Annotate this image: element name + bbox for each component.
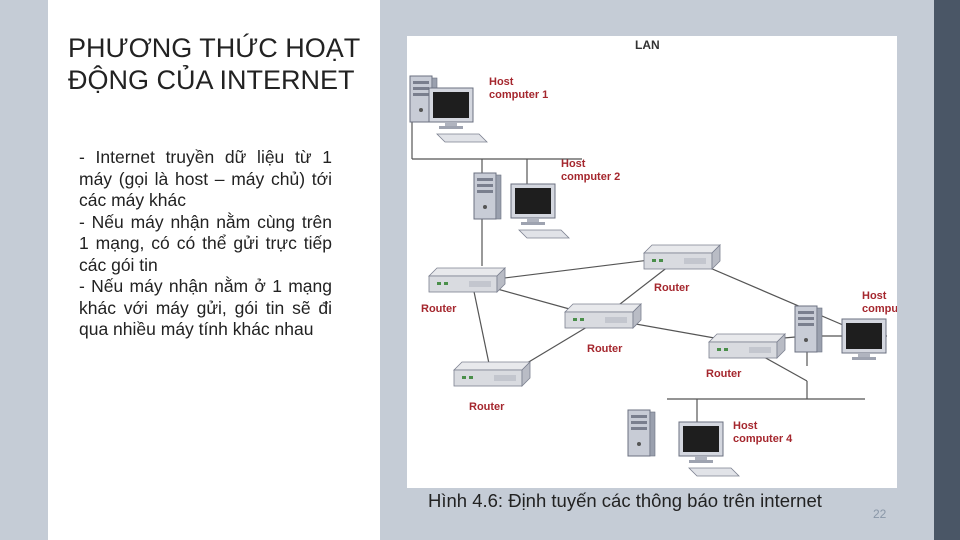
- slide-title: PHƯƠNG THỨC HOẠT ĐỘNG CỦA INTERNET: [68, 33, 360, 95]
- router-top-right-label: Router: [654, 282, 690, 294]
- router-center-label: Router: [587, 343, 623, 355]
- host-computer-1: [409, 75, 488, 143]
- host-3-label-line-2: compu: [862, 303, 897, 315]
- router-bottom-left-label: Router: [469, 401, 505, 413]
- host-4-label-line-2: computer 4: [733, 433, 793, 445]
- figure-caption: Hình 4.6: Định tuyến các thông báo trên …: [428, 490, 822, 511]
- host-3-label-line-1: Host: [862, 290, 887, 302]
- page-number: 22: [873, 507, 887, 521]
- host-4-label-line-1: Host: [733, 420, 758, 432]
- left-edge-band: [0, 0, 48, 540]
- router-bottom-right-label: Router: [706, 368, 742, 380]
- host-1-label-line-1: Host: [489, 76, 514, 88]
- router-top-right: [643, 244, 721, 270]
- bullet-3: - Nếu máy nhận nằm ở 1 mạng khác với máy…: [79, 276, 332, 339]
- router-bottom-left: [453, 361, 531, 387]
- host-computer-4: [627, 409, 740, 477]
- host-1-label-line-2: computer 1: [489, 89, 548, 101]
- router-left-label: Router: [421, 303, 457, 315]
- host-2-label-line-1: Host: [561, 158, 586, 170]
- router-bottom-right: [708, 333, 786, 359]
- host-2-label-line-2: computer 2: [561, 171, 620, 183]
- router-center: [564, 303, 642, 329]
- right-edge-band: [934, 0, 960, 540]
- lan-label: LAN: [635, 38, 660, 52]
- bullet-2: - Nếu máy nhận nằm cùng trên 1 mạng, có …: [79, 211, 332, 275]
- bullet-1: - Internet truyền dữ liệu từ 1 máy (gọi …: [79, 147, 332, 210]
- router-left: [428, 267, 506, 293]
- host-computer-2: [473, 172, 570, 239]
- slide-body: - Internet truyền dữ liệu từ 1 máy (gọi …: [79, 147, 332, 341]
- network-diagram: LAN Host computer 1 Host computer 2 Host…: [407, 36, 897, 488]
